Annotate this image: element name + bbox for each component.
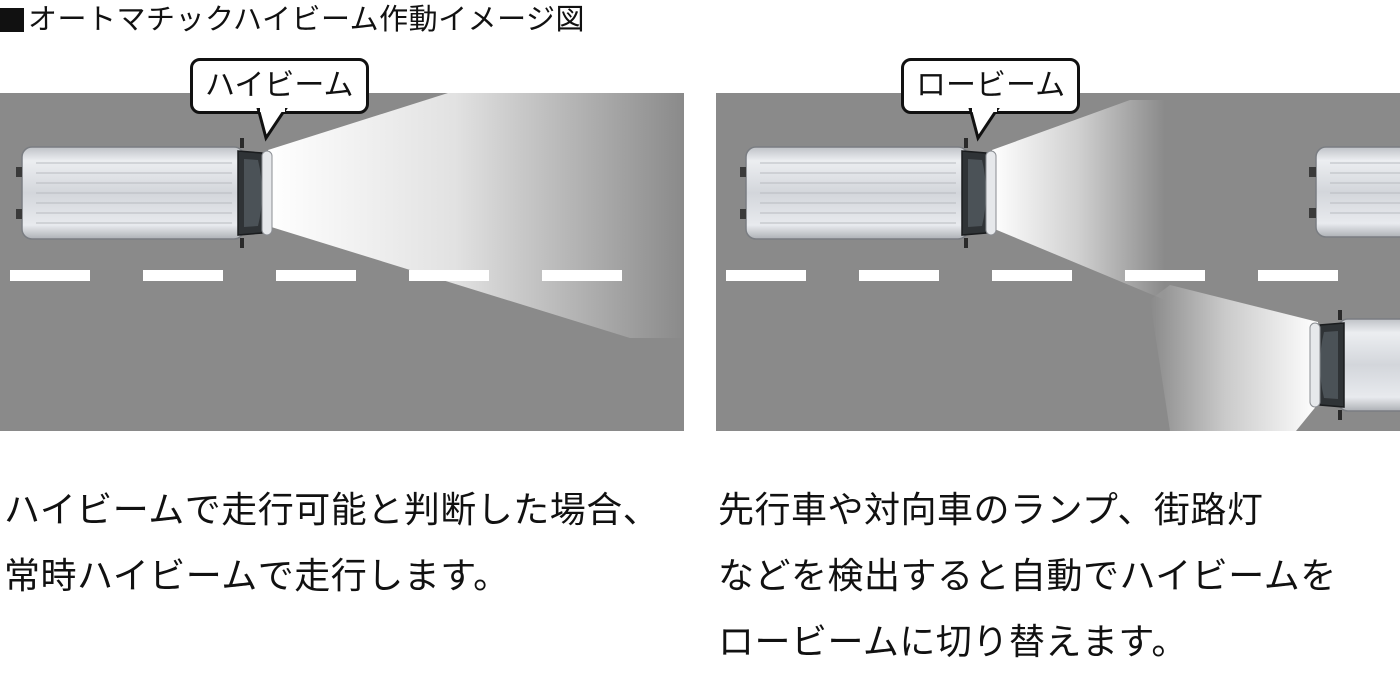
figure-title: オートマチックハイビーム作動イメージ図 [0,0,585,40]
left-caption: ハイビームで走行可能と判断した場合、 常時ハイビームで走行します。 [4,478,659,610]
figure-title-text: オートマチックハイビーム作動イメージ図 [28,2,586,36]
oncoming-beam [1150,285,1318,431]
left-van [15,137,273,249]
left-lane-markings [10,270,622,281]
preceding-vehicle [1309,146,1400,238]
right-low-beam [992,100,1165,300]
oncoming-vehicle [1309,310,1400,420]
left-caption-line-1: ハイビームで走行可能と判断した場合、 [4,490,660,531]
square-bullet-icon [0,8,24,32]
scene-illustration [0,93,1400,431]
low-beam-label: ロービーム [916,68,1066,103]
right-caption-line-2: などを検出すると自動でハイビームを [718,556,1337,597]
low-beam-bubble-tail [968,108,1000,142]
right-van [739,137,997,249]
left-caption-line-2: 常時ハイビームで走行します。 [4,556,510,597]
high-beam-bubble: ハイビーム [190,58,369,114]
right-lane-markings [726,270,1338,281]
high-beam-bubble-tail [256,108,288,142]
right-caption-line-3: ロービームに切り替えます。 [718,622,1188,663]
right-caption-line-1: 先行車や対向車のランプ、街路灯 [718,490,1264,531]
left-road-panel [0,93,684,431]
low-beam-bubble: ロービーム [901,58,1081,114]
right-caption: 先行車や対向車のランプ、街路灯 などを検出すると自動でハイビームを ロービームに… [718,478,1337,676]
right-road-panel [716,93,1400,431]
high-beam-label: ハイビーム [205,68,354,103]
